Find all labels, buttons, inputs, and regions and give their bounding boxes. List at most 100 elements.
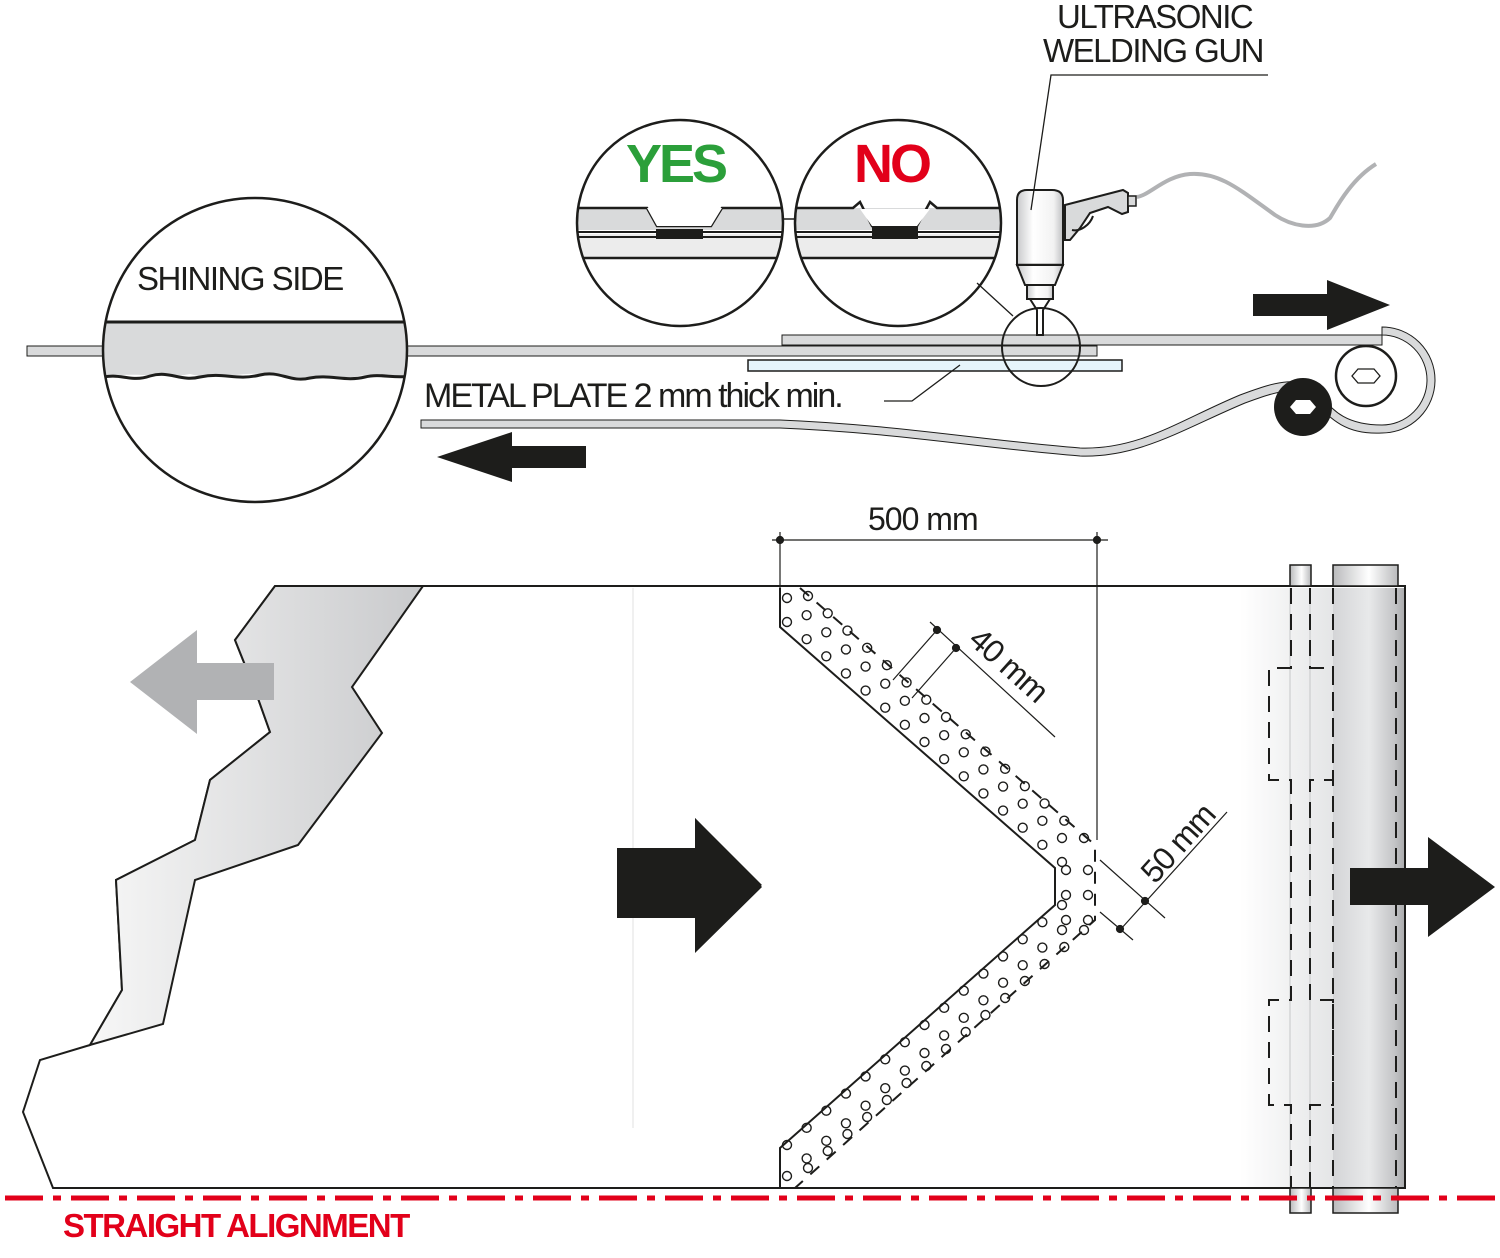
weld-hole xyxy=(1060,889,1072,901)
dimension-40mm xyxy=(892,621,1056,738)
weld-hole xyxy=(997,805,1009,816)
weld-hole xyxy=(1037,815,1048,827)
weld-hole xyxy=(781,592,793,604)
weld-hole xyxy=(1037,839,1048,851)
weld-hole xyxy=(860,661,871,672)
weld-hole xyxy=(1037,916,1048,928)
weld-hole xyxy=(822,1145,833,1157)
weld-hole xyxy=(1037,942,1048,953)
idler-roller xyxy=(1334,344,1398,408)
straight-alignment-label: STRAIGHT ALIGNMENT xyxy=(63,1207,410,1244)
welding-gun-label-line2: WELDING GUN xyxy=(1043,32,1263,69)
weld-hole xyxy=(1078,924,1090,936)
weld-hole xyxy=(801,1153,812,1164)
weld-hole-pattern xyxy=(781,590,1094,1182)
weld-hole xyxy=(840,668,852,679)
dimension-500mm-label: 500 mm xyxy=(868,501,978,537)
weld-hole xyxy=(978,788,989,799)
weld-hole xyxy=(821,1135,832,1147)
weld-hole xyxy=(921,1060,932,1072)
weld-hole xyxy=(938,753,950,765)
dimension-50mm xyxy=(1099,811,1228,941)
weld-hole xyxy=(781,616,793,628)
yes-weld-magnifier xyxy=(575,118,785,328)
weld-hole xyxy=(978,995,989,1006)
weld-hole xyxy=(861,1111,873,1123)
weld-hole xyxy=(1017,822,1028,833)
weld-hole xyxy=(997,977,1009,988)
weld-hole xyxy=(781,1139,793,1151)
weld-hole xyxy=(958,985,969,996)
weld-hole xyxy=(840,644,852,655)
weld-hole xyxy=(978,968,989,979)
dimension-500mm xyxy=(772,532,1108,840)
welding-gun-leader xyxy=(1030,74,1268,211)
arrow-right-icon-fill xyxy=(617,818,762,953)
weld-hole xyxy=(1056,899,1068,911)
weld-hole xyxy=(1059,941,1070,953)
weld-hole xyxy=(1060,914,1072,926)
weld-hole xyxy=(1017,934,1028,945)
weld-hole xyxy=(1082,889,1094,901)
metal-plate xyxy=(747,359,1123,372)
weld-hole xyxy=(919,1047,930,1059)
weld-hole xyxy=(880,1082,891,1094)
weld-hole xyxy=(842,625,853,636)
weld-hole xyxy=(980,1009,991,1021)
belt-top-strip xyxy=(26,345,1098,357)
weld-hole xyxy=(980,746,991,757)
weld-hole xyxy=(921,694,932,705)
weld-hole xyxy=(860,1071,871,1082)
weld-hole xyxy=(1019,780,1031,792)
weld-hole xyxy=(1082,864,1094,876)
weld-hole xyxy=(1060,864,1072,876)
weld-hole xyxy=(801,609,812,621)
weld-hole xyxy=(821,651,832,662)
weld-hole xyxy=(919,712,930,724)
torn-belt-end xyxy=(87,585,425,1047)
weld-hole xyxy=(840,1088,852,1099)
hex-bolt-icon xyxy=(1351,368,1381,384)
weld-hole xyxy=(958,771,969,782)
weld-hole xyxy=(1078,832,1090,844)
metal-plate-leader xyxy=(884,364,961,402)
weld-hole xyxy=(960,729,971,740)
belt-overlap-strip xyxy=(781,334,1383,346)
weld-hole xyxy=(821,627,832,638)
weld-hole xyxy=(997,781,1009,792)
weld-hole xyxy=(940,711,952,723)
weld-hole xyxy=(840,1118,852,1129)
weld-hole xyxy=(999,763,1011,775)
weld-hole xyxy=(997,951,1009,962)
weld-hole xyxy=(821,1105,832,1116)
roller-cap-top-small xyxy=(1289,564,1312,587)
weld-hole xyxy=(901,677,912,688)
weld-hole xyxy=(1017,798,1028,809)
belt-return-loop xyxy=(420,326,1436,457)
weld-hole xyxy=(880,702,891,713)
arrow-left-icon xyxy=(437,432,586,482)
weld-hole xyxy=(881,1094,893,1106)
weld-hole xyxy=(802,590,814,602)
weld-hole xyxy=(978,764,989,775)
metal-plate-label: METAL PLATE 2 mm thick min. xyxy=(424,377,842,415)
weld-hole xyxy=(1082,914,1094,926)
welding-gun-label-line1: ULTRASONIC xyxy=(1057,0,1253,35)
weld-hole xyxy=(999,992,1011,1004)
weld-hole xyxy=(938,1030,950,1041)
weld-hole xyxy=(881,659,893,671)
weld-hole xyxy=(960,1026,971,1038)
weld-hole xyxy=(899,1065,911,1076)
shining-side-label: SHINING SIDE xyxy=(137,260,343,297)
ultrasonic-welding-gun-icon xyxy=(1015,162,1378,336)
weld-hole xyxy=(919,1019,930,1031)
weld-hole xyxy=(1019,975,1031,987)
weld-hole xyxy=(940,1043,952,1055)
weld-hole xyxy=(1039,798,1050,809)
shining-side-magnifier xyxy=(101,196,409,504)
weld-hole xyxy=(899,695,911,707)
roller-shadow xyxy=(1240,588,1335,1187)
weld-hole xyxy=(938,1002,950,1014)
